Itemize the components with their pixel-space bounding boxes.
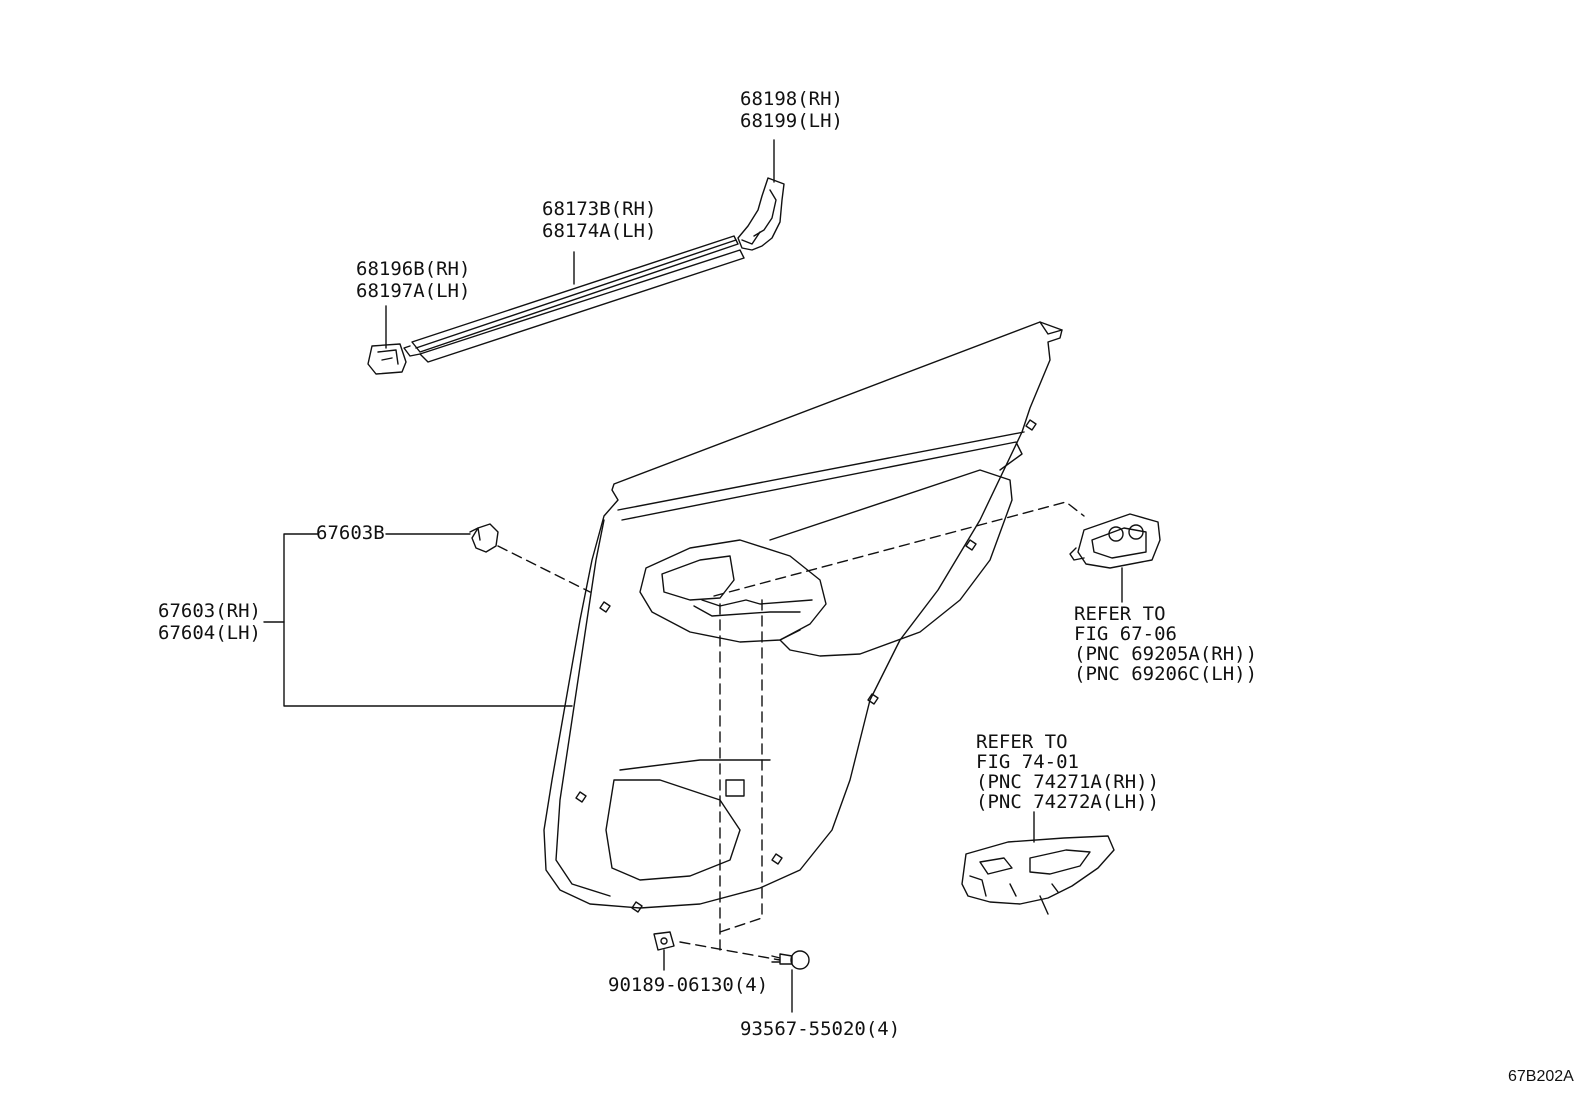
bracket-67603 [283,533,573,707]
callout-68173: 68173B(RH)68174A(LH) [542,198,657,242]
nut-90189-drawing [653,931,675,951]
callout-68198: 68198(RH)68199(LH) [740,88,843,132]
belt-molding-drawing [403,235,745,363]
inside-handle-drawing [1069,513,1161,569]
callout-93567: 93567-55020(4) [740,1018,901,1040]
screw-93567-drawing [771,950,810,970]
clip-67603b-drawing [469,523,499,553]
corner-piece-68198-drawing [737,177,785,251]
callout-68196: 68196B(RH)68197A(LH) [356,258,471,302]
end-piece-68196-drawing [367,343,407,375]
dash-handle [713,501,1085,597]
callout-90189: 90189-06130(4) [608,974,769,996]
door-trim-panel-drawing [543,321,1063,913]
window-switch-drawing [961,835,1115,915]
callout-67603b: 67603B [316,522,385,544]
callout-67603: 67603(RH)67604(LH) [158,600,261,644]
diagram-id: 67B202A [1508,1068,1574,1085]
dash-clip-panel [497,545,591,593]
